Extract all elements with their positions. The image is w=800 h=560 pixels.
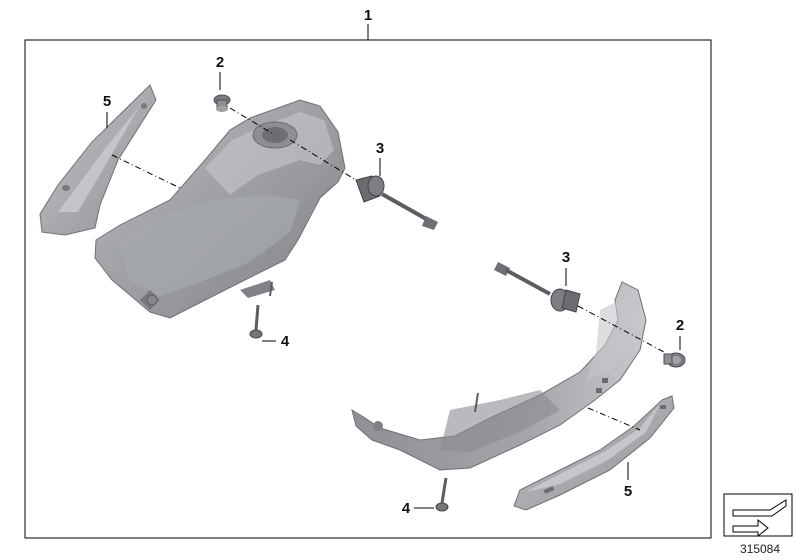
callout-4-lower-label: 4: [402, 500, 411, 517]
callout-4-lower[interactable]: 4: [402, 500, 434, 517]
small-screw-upper-part-4[interactable]: [249, 281, 273, 339]
callout-5-upper-label: 5: [103, 93, 111, 110]
callout-2-lower-label: 2: [676, 317, 684, 334]
callout-4-upper-label: 4: [281, 333, 290, 350]
callout-3-lower-label: 3: [562, 249, 570, 266]
lower-pin: [474, 392, 479, 413]
assembly-line: [577, 305, 665, 353]
bolt-lower-part-2[interactable]: [663, 352, 686, 368]
callout-3-lower[interactable]: 3: [562, 249, 570, 286]
small-screw-lower-part-4[interactable]: [435, 477, 449, 512]
diagram-number: 315084: [740, 542, 780, 556]
callout-3-upper-label: 3: [376, 140, 384, 157]
callout-2-lower[interactable]: 2: [676, 317, 684, 350]
callout-2-upper-label: 2: [216, 54, 224, 71]
callout-2-upper[interactable]: 2: [216, 54, 224, 90]
callout-4-upper[interactable]: 4: [262, 333, 290, 350]
callout-1[interactable]: 1: [364, 7, 372, 40]
assembly-line: [587, 407, 641, 431]
lower-cover-part[interactable]: [351, 281, 647, 471]
nav-arrow-icon[interactable]: [723, 493, 793, 538]
callout-5-upper[interactable]: 5: [103, 93, 111, 128]
screw-upper-part-3[interactable]: [355, 175, 438, 230]
callout-3-upper[interactable]: 3: [376, 140, 384, 176]
assembly-line: [111, 154, 181, 189]
bolt-upper-part-2[interactable]: [213, 94, 231, 112]
callout-5-lower-label: 5: [624, 483, 632, 500]
lower-trim-part-5[interactable]: [513, 395, 675, 511]
upper-trim-part-5[interactable]: [39, 84, 157, 236]
assembly-line: [229, 107, 276, 136]
screw-lower-part-3[interactable]: [494, 262, 581, 313]
callout-1-label: 1: [364, 7, 372, 24]
callout-5-lower[interactable]: 5: [624, 462, 632, 500]
